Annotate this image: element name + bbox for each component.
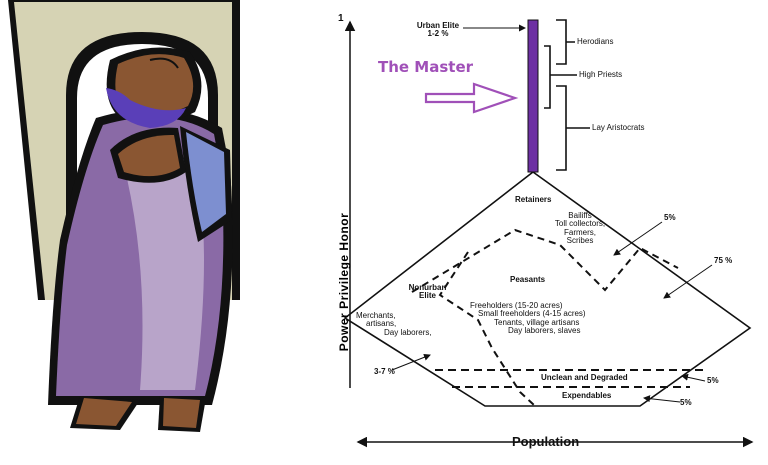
nonurban-elite-label: Nonurban Elite bbox=[400, 283, 455, 301]
urban-elite-line2: 1-2 % bbox=[427, 29, 449, 39]
peasant-role-1: Freeholders (15-20 acres) bbox=[470, 301, 563, 310]
y-axis-label: Power Privilege Honor bbox=[337, 212, 351, 352]
herodians-label: Herodians bbox=[577, 37, 614, 46]
urban-elite-column bbox=[527, 19, 539, 173]
praying-figure-icon bbox=[48, 47, 233, 432]
urban-elite-line1: Urban Elite bbox=[416, 21, 460, 30]
retainer-role-3: Farmers, bbox=[564, 227, 596, 237]
herodians-bracket bbox=[556, 19, 575, 65]
pct-peasants: 75 % bbox=[714, 256, 733, 265]
pct-unclean: 5% bbox=[707, 376, 719, 385]
peasant-roles: Freeholders (15-20 acres) Small freehold… bbox=[470, 301, 586, 336]
society-diamond bbox=[343, 171, 752, 407]
retainers-label: Retainers bbox=[515, 195, 552, 204]
unclean-label: Unclean and Degraded bbox=[541, 373, 628, 382]
pct-nonurban-pointer bbox=[391, 353, 431, 371]
peasant-role-4: Day laborers, slaves bbox=[508, 326, 581, 336]
y-axis-top-tick: 1 bbox=[338, 13, 344, 24]
lay-aristocrats-label: Lay Aristocrats bbox=[592, 123, 645, 132]
expendables-label: Expendables bbox=[562, 391, 612, 400]
nonurban-roles: Merchants, artisans, Day laborers, bbox=[356, 311, 432, 337]
pct-retainers-pointer bbox=[613, 221, 663, 256]
pct-retainers: 5% bbox=[664, 213, 676, 222]
retainer-roles: Bailiffs Toll collectors, Farmers, Scrib… bbox=[530, 211, 630, 246]
outline-arrow-icon bbox=[424, 82, 519, 114]
nonurban-role-3: Day laborers, bbox=[384, 327, 432, 337]
peasant-role-3: Tenants, village artisans bbox=[494, 317, 580, 327]
high-priests-label: High Priests bbox=[579, 70, 623, 79]
pct-expendables: 5% bbox=[680, 398, 692, 407]
pct-unclean-pointer bbox=[681, 373, 706, 382]
retainers-boundary bbox=[411, 228, 679, 293]
nonurban-boundary bbox=[438, 251, 536, 407]
pct-nonurban: 3-7 % bbox=[374, 367, 395, 376]
nonurban-line1: Nonurban bbox=[408, 283, 447, 292]
retainer-role-4: Scribes bbox=[566, 236, 594, 246]
nonurban-line2: Elite bbox=[419, 291, 436, 301]
the-master-label: The Master bbox=[378, 58, 474, 76]
pct-expendables-pointer bbox=[643, 395, 681, 403]
lay-aristocrats-bracket bbox=[556, 85, 590, 171]
x-axis-label: Population bbox=[512, 434, 580, 449]
peasants-label: Peasants bbox=[510, 275, 546, 284]
retainer-role-1: Bailiffs bbox=[568, 211, 592, 220]
peasant-role-2: Small freeholders (4-15 acres) bbox=[478, 309, 586, 319]
retainer-role-2: Toll collectors, bbox=[554, 219, 606, 229]
nonurban-role-2: artisans, bbox=[366, 319, 397, 329]
high-priests-bracket bbox=[544, 45, 577, 109]
nonurban-role-1: Merchants, bbox=[356, 311, 396, 320]
urban-elite-label: Urban Elite 1-2 % bbox=[412, 21, 464, 39]
pct-peasants-pointer bbox=[663, 264, 713, 299]
